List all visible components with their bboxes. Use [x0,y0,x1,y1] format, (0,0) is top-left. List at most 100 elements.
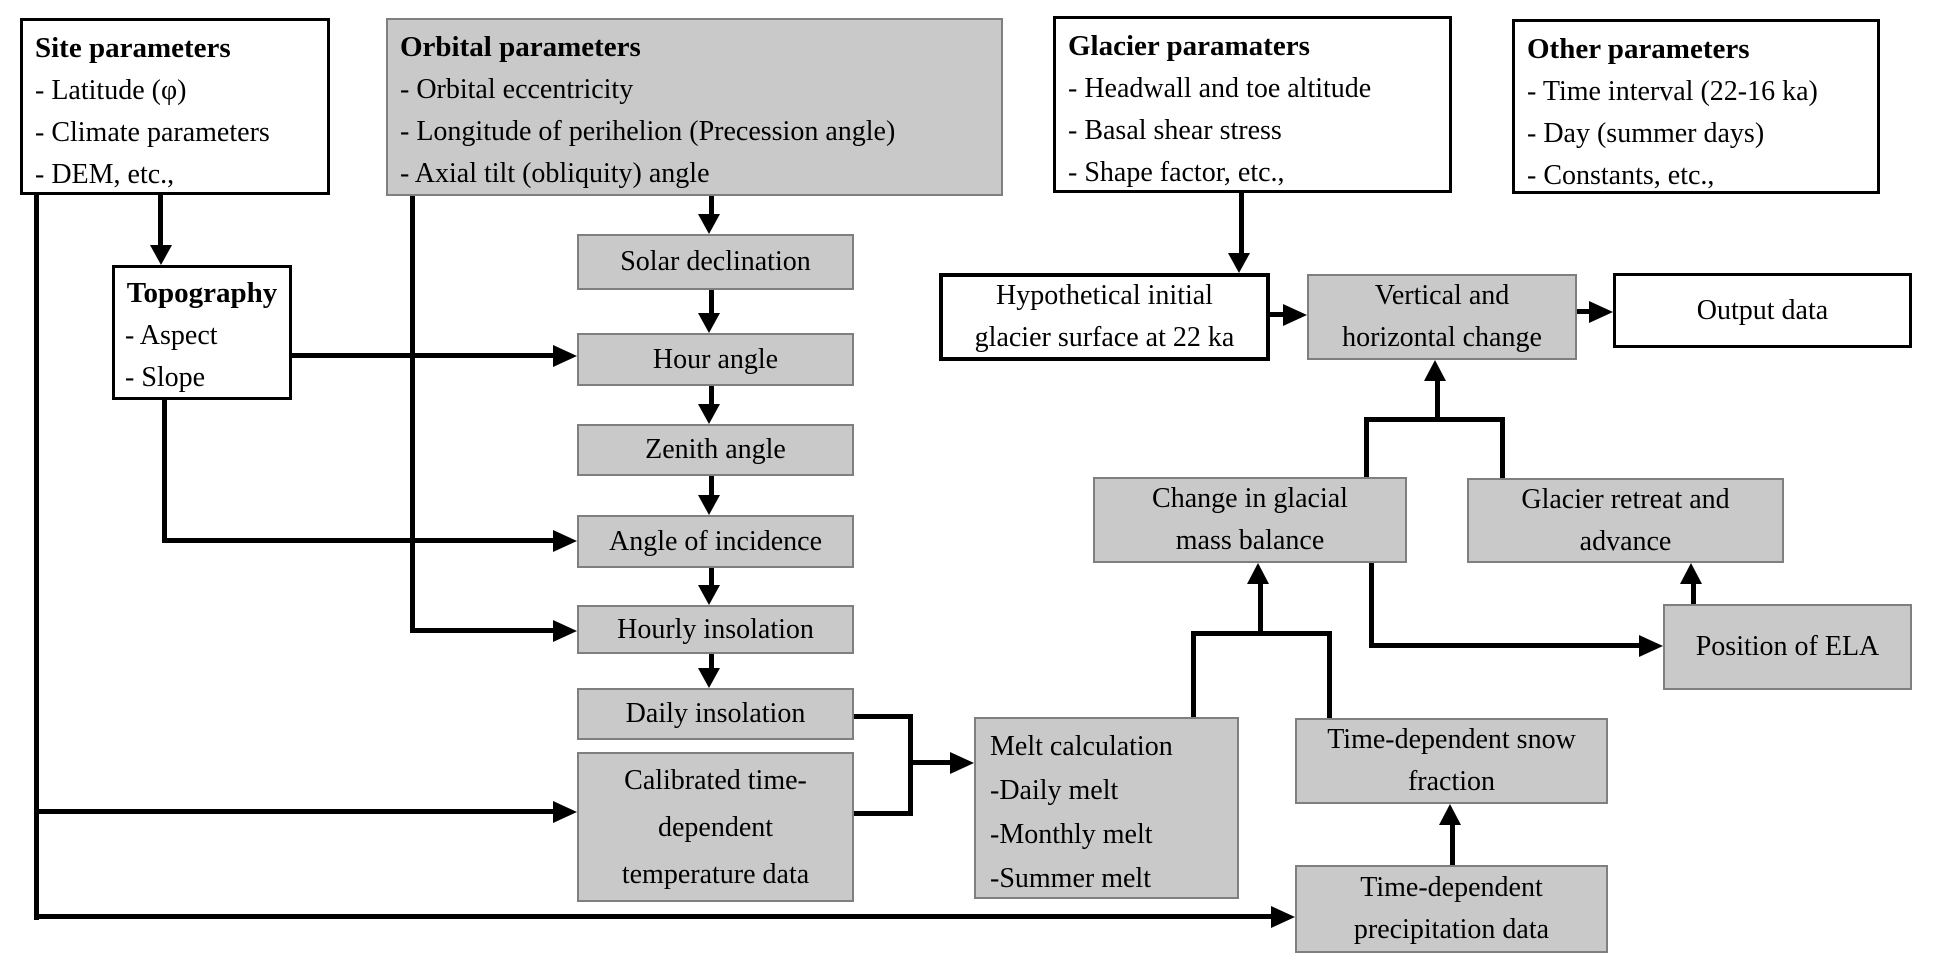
list-item: - Longitude of perihelion (Precession an… [400,116,896,147]
list-item: - Climate parameters [35,117,270,148]
box-label: Output data [1696,294,1829,326]
arrow-bracket-to-mass-balance [1258,584,1263,634]
arrow-site-to-calibrated-temp [34,809,553,814]
box-label: Hourly insolation [617,613,814,645]
box-title: Topography [126,277,278,309]
line-upper-leg-retreat [1500,417,1505,478]
box-hour-angle: Hour angle [577,333,854,386]
arrow-vertical-to-output [1577,309,1590,314]
arrowhead-down-icon [1228,253,1250,273]
line-daily-tap [853,714,913,719]
arrowhead-right-icon [1639,635,1663,657]
arrow-mass-to-ela [1369,643,1639,648]
box-title: Melt calculation [990,731,1173,762]
arrowhead-right-icon [1589,301,1613,323]
box-line: precipitation data [1353,914,1550,945]
box-time-dependent-snow-fraction: Time-dependent snow fraction [1295,718,1608,804]
arrowhead-right-icon [553,345,577,367]
list-item: - Aspect [125,320,218,351]
box-output-data: Output data [1613,273,1912,348]
arrow-merge-to-melt [908,760,950,765]
arrowhead-right-icon [553,620,577,642]
arrow-topography-to-hour-angle [290,353,553,358]
list-item: -Monthly melt [990,819,1153,850]
box-line: mass balance [1175,525,1325,556]
box-glacier-retreat-and-advance: Glacier retreat and advance [1467,478,1784,563]
box-daily-insolation: Daily insolation [577,688,854,740]
arrow-precipitation-to-snow [1450,825,1455,865]
arrow-topography-to-angle [162,538,553,543]
list-item: - Orbital eccentricity [400,74,634,105]
box-label: Solar declination [620,246,811,277]
box-line: Hypothetical initial [996,280,1213,311]
line-calibrated-tap [853,811,913,816]
line-orbital-leg [410,194,415,633]
box-title: Orbital parameters [400,31,641,63]
list-item: - Basal shear stress [1068,115,1282,146]
box-line: Time-dependent snow [1327,724,1576,755]
arrowhead-down-icon [698,495,720,515]
box-label: Angle of incidence [608,525,823,557]
box-label: Daily insolation [625,698,806,729]
box-line: Vertical and [1374,280,1510,311]
list-item: - Day (summer days) [1527,118,1765,149]
line-snow-leg [1327,631,1332,718]
arrowhead-up-icon [1424,360,1446,381]
list-item: - DEM, etc., [35,159,175,190]
arrowhead-down-icon [698,404,720,424]
arrow-site-to-precipitation [34,914,1271,919]
arrowhead-right-icon [1271,906,1295,928]
box-label: Hour angle [652,343,779,375]
list-item: - Headwall and toe altitude [1068,73,1372,104]
box-zenith-angle: Zenith angle [577,424,854,476]
arrowhead-right-icon [553,530,577,552]
box-line: Time-dependent [1360,872,1543,903]
box-line: temperature data [621,858,810,890]
arrowhead-down-icon [698,214,720,234]
arrowhead-down-icon [698,668,720,688]
line-topography-leg [162,398,167,543]
box-line: dependent [657,811,774,843]
box-vertical-and-horizontal-change: Vertical and horizontal change [1307,274,1577,360]
box-topography: Topography - Aspect - Slope [112,265,292,400]
box-solar-declination: Solar declination [577,234,854,290]
arrowhead-right-icon [950,752,974,774]
arrow-angle-to-hourly [709,568,714,585]
box-line: Calibrated time- [624,764,807,796]
list-item: -Summer melt [990,863,1151,894]
box-hypothetical-initial-glacier-surface: Hypothetical initial glacier surface at … [939,273,1270,361]
box-title: Glacier paramaters [1068,30,1310,62]
line-site-left-rail [34,193,39,920]
list-item: -Daily melt [990,775,1119,806]
list-item: - Axial tilt (obliquity) angle [400,158,710,189]
box-label: Position of ELA [1695,631,1880,662]
arrowhead-right-icon [553,801,577,823]
box-orbital-parameters: Orbital parameters - Orbital eccentricit… [386,18,1003,196]
box-line: Glacier retreat and [1521,483,1730,515]
box-label: Zenith angle [645,434,786,465]
list-item: - Constants, etc., [1527,160,1715,191]
arrowhead-right-icon [1283,304,1307,326]
list-item: - Time interval (22-16 ka) [1527,76,1818,107]
box-line: horizontal change [1342,322,1542,353]
arrowhead-up-icon [1680,563,1702,584]
arrowhead-up-icon [1439,804,1461,825]
line-upper-leg-mass [1364,417,1369,477]
arrow-orbital-to-hourly [410,628,553,633]
arrow-hypothetical-to-vertical [1270,312,1284,317]
box-line: advance [1579,525,1672,557]
box-line: glacier surface at 22 ka [974,322,1235,353]
box-line: Change in glacial [1152,483,1348,514]
list-item: - Shape factor, etc., [1068,157,1285,188]
arrow-glacier-to-hypothetical [1239,192,1244,253]
arrowhead-down-icon [698,585,720,605]
box-angle-of-incidence: Angle of incidence [577,515,854,568]
line-upper-bracket-bar [1364,417,1505,422]
box-change-in-glacial-mass-balance: Change in glacial mass balance [1093,477,1407,563]
arrow-orbital-to-solar [709,194,714,214]
arrow-zenith-to-angle [709,476,714,495]
line-melt-leg [1191,631,1196,717]
arrowhead-up-icon [1247,563,1269,584]
arrowhead-down-icon [698,313,720,333]
